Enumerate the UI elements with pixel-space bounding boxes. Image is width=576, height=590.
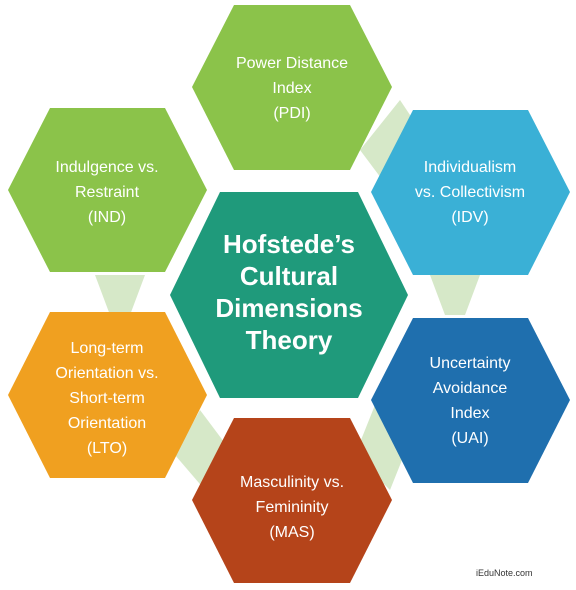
hex-lto bbox=[8, 312, 207, 478]
label-line: (IND) bbox=[88, 209, 126, 226]
center-title-line: Theory bbox=[246, 325, 333, 355]
label-idv: Individualism vs. Collectivism (IDV) bbox=[415, 159, 525, 226]
label-line: Index bbox=[450, 405, 489, 422]
label-line: (PDI) bbox=[273, 105, 310, 122]
label-line: (UAI) bbox=[451, 430, 488, 447]
hex-mas bbox=[192, 418, 392, 583]
label-line: Short-term bbox=[69, 390, 145, 407]
label-line: (IDV) bbox=[451, 209, 488, 226]
label-mas: Masculinity vs. Femininity (MAS) bbox=[240, 474, 344, 541]
hex-center bbox=[170, 192, 408, 398]
hex-pdi bbox=[192, 5, 392, 170]
label-line: Index bbox=[272, 80, 311, 97]
label-line: Masculinity vs. bbox=[240, 474, 344, 491]
label-line: Uncertainty bbox=[430, 355, 511, 372]
center-title-line: Cultural bbox=[240, 261, 338, 291]
label-line: Orientation vs. bbox=[55, 365, 158, 382]
label-line: Restraint bbox=[75, 184, 140, 201]
center-title-line: Dimensions bbox=[215, 293, 362, 323]
label-line: (MAS) bbox=[269, 524, 314, 541]
hex-idv bbox=[371, 110, 570, 275]
hex-uai bbox=[371, 318, 570, 483]
label-uai: Uncertainty Avoidance Index (UAI) bbox=[430, 355, 511, 447]
label-line: Femininity bbox=[256, 499, 329, 516]
watermark: iEduNote.com bbox=[476, 568, 533, 578]
center-title: Hofstede’s Cultural Dimensions Theory bbox=[215, 229, 362, 355]
label-line: Individualism bbox=[424, 159, 516, 176]
label-line: Power Distance bbox=[236, 55, 348, 72]
label-line: Long-term bbox=[71, 340, 144, 357]
label-lto: Long-term Orientation vs. Short-term Ori… bbox=[55, 340, 158, 457]
label-line: Orientation bbox=[68, 415, 146, 432]
center-title-line: Hofstede’s bbox=[223, 229, 355, 259]
hex-ind bbox=[8, 108, 207, 272]
label-line: (LTO) bbox=[87, 440, 127, 457]
label-line: vs. Collectivism bbox=[415, 184, 525, 201]
label-line: Indulgence vs. bbox=[55, 159, 158, 176]
label-line: Avoidance bbox=[433, 380, 508, 397]
label-pdi: Power Distance Index (PDI) bbox=[236, 55, 348, 122]
connector-idv-uai bbox=[430, 275, 480, 315]
connector-lto-ind bbox=[95, 275, 145, 315]
label-ind: Indulgence vs. Restraint (IND) bbox=[55, 159, 158, 226]
